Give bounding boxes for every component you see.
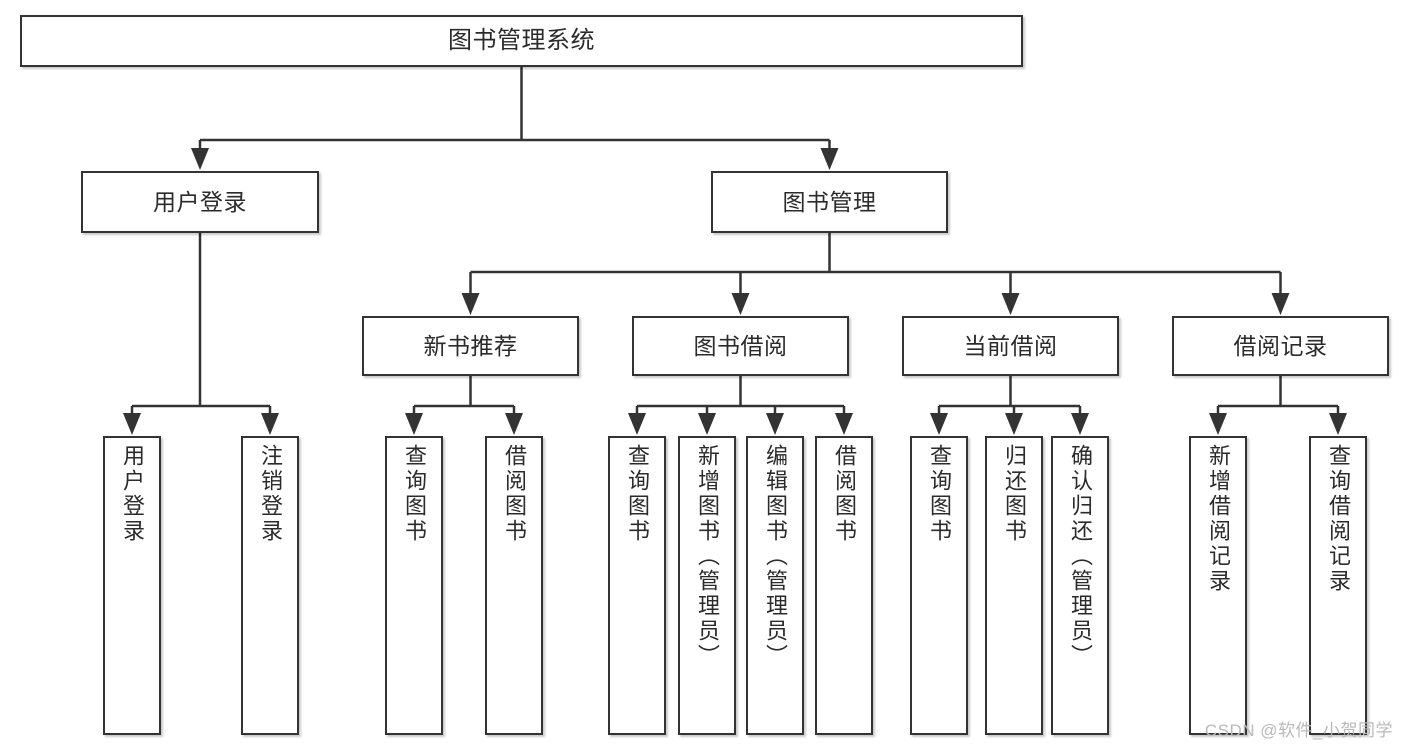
node-label: 新书推荐 — [423, 332, 518, 359]
node-leaf_0[interactable]: 用户登录 — [103, 436, 161, 735]
arrowhead — [461, 293, 480, 315]
arrowhead — [405, 413, 423, 435]
arrowhead — [1209, 413, 1227, 435]
node-label: 当前借阅 — [963, 332, 1058, 359]
arrowhead — [766, 413, 784, 435]
arrowhead — [1071, 413, 1089, 435]
node-l2_3[interactable]: 借阅记录 — [1172, 316, 1389, 376]
node-label: 借阅图书 — [832, 444, 857, 544]
node-leaf_10[interactable]: 确认归还（管理员） — [1051, 436, 1109, 735]
arrowhead — [1271, 293, 1290, 315]
arrowhead — [191, 148, 209, 170]
arrowhead — [930, 413, 948, 435]
node-leaf_9[interactable]: 归还图书 — [985, 436, 1043, 735]
node-leaf_1[interactable]: 注销登录 — [241, 436, 299, 735]
node-leaf_11[interactable]: 新增借阅记录 — [1189, 436, 1247, 735]
node-label: 借阅记录 — [1233, 332, 1328, 359]
arrowhead — [1001, 293, 1020, 315]
node-leaf_12[interactable]: 查询借阅记录 — [1309, 436, 1367, 735]
node-label: 用户登录 — [120, 444, 145, 544]
arrowhead — [698, 413, 716, 435]
arrowhead — [731, 293, 750, 315]
node-leaf_7[interactable]: 借阅图书 — [815, 436, 873, 735]
node-l1_1[interactable]: 图书管理 — [711, 171, 948, 233]
arrowhead — [1005, 413, 1023, 435]
node-leaf_6[interactable]: 编辑图书（管理员） — [746, 436, 804, 735]
arrowhead — [1329, 413, 1347, 435]
node-label: 注销登录 — [258, 444, 283, 544]
node-leaf_3[interactable]: 借阅图书 — [485, 436, 543, 735]
node-leaf_2[interactable]: 查询图书 — [385, 436, 443, 735]
node-label: 归还图书 — [1002, 444, 1027, 544]
node-label: 新增借阅记录 — [1206, 444, 1231, 594]
node-label: 图书管理 — [782, 188, 877, 215]
node-label: 图书管理系统 — [448, 27, 595, 55]
arrowhead — [505, 413, 523, 435]
node-label: 确认归还（管理员） — [1068, 444, 1093, 669]
node-label: 查询图书 — [402, 444, 427, 544]
node-l2_2[interactable]: 当前借阅 — [902, 316, 1119, 376]
node-l2_0[interactable]: 新书推荐 — [362, 316, 579, 376]
node-leaf_8[interactable]: 查询图书 — [910, 436, 968, 735]
node-label: 编辑图书（管理员） — [763, 444, 788, 669]
watermark: CSDN @软件_小贺同学 — [1204, 721, 1393, 740]
node-l2_1[interactable]: 图书借阅 — [632, 316, 849, 376]
node-leaf_5[interactable]: 新增图书（管理员） — [678, 436, 736, 735]
node-leaf_4[interactable]: 查询图书 — [608, 436, 666, 735]
arrowhead — [628, 413, 646, 435]
node-label: 新增图书（管理员） — [695, 444, 720, 669]
node-root[interactable]: 图书管理系统 — [20, 15, 1023, 67]
node-label: 用户登录 — [153, 188, 247, 215]
node-label: 图书借阅 — [693, 332, 788, 359]
node-label: 查询图书 — [625, 444, 650, 544]
arrowhead — [820, 148, 839, 170]
node-label: 查询借阅记录 — [1326, 444, 1351, 594]
node-label: 查询图书 — [927, 444, 952, 544]
node-label: 借阅图书 — [502, 444, 527, 544]
arrowhead — [261, 413, 279, 435]
node-l1_0[interactable]: 用户登录 — [81, 171, 319, 233]
arrowhead — [123, 413, 141, 435]
arrowhead — [835, 413, 853, 435]
